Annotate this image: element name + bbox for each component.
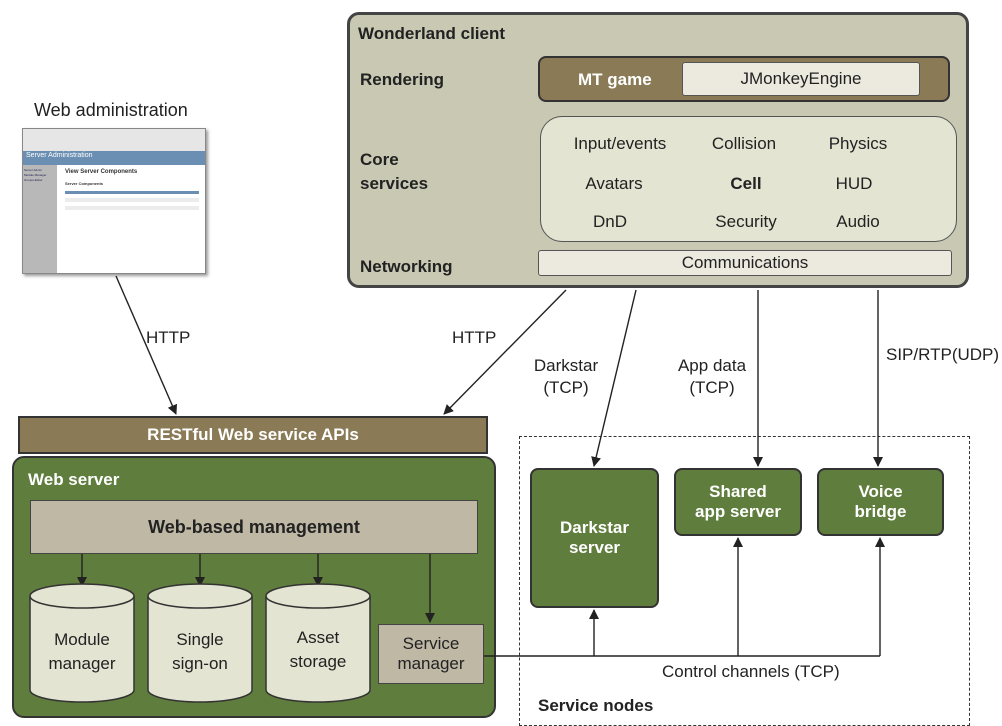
arrow-client-to-restful	[443, 289, 567, 415]
service-manager: Service manager	[378, 624, 484, 684]
admin-sidebar-link[interactable]: Groups Editor	[24, 178, 43, 182]
edge-label-http-right: HTTP	[452, 328, 497, 347]
edge-label-darkstar-line2: (TCP)	[543, 378, 589, 397]
admin-table	[65, 191, 199, 214]
edge-label-sip: SIP/RTP(UDP)	[886, 345, 1000, 364]
restful-api-bar: RESTful Web service APIs	[18, 416, 488, 454]
edge-label-http-left: HTTP	[146, 328, 191, 347]
darkstar-server-line1: Darkstar	[560, 518, 629, 537]
jmonkey-label: JMonkeyEngine	[740, 69, 862, 88]
client-title: Wonderland client	[358, 24, 506, 43]
service-audio: Audio	[836, 212, 880, 231]
admin-window-title: Server Administration	[26, 152, 93, 159]
service-collision: Collision	[711, 134, 777, 153]
asset-storage-cylinder	[265, 583, 371, 703]
restful-label: RESTful Web service APIs	[147, 425, 359, 444]
service-nodes-title: Service nodes	[538, 696, 654, 715]
shared-app-server: Shared app server	[674, 468, 802, 536]
web-based-management: Web-based management	[30, 500, 478, 554]
networking-label: Networking	[360, 257, 453, 276]
arrow-client-to-darkstar	[591, 289, 637, 467]
communications-bar: Communications	[538, 250, 952, 276]
voice-bridge-line1: Voice	[858, 482, 903, 501]
admin-sidebar-link[interactable]: Module Manager	[24, 173, 47, 177]
darkstar-server-line2: server	[568, 538, 621, 557]
service-dnd: DnD	[592, 212, 628, 231]
darkstar-server: Darkstar server	[530, 468, 659, 608]
arrow-admin-to-restful	[115, 275, 177, 415]
web-admin-screenshot: Server Administration Server Admin Modul…	[22, 128, 206, 274]
web-admin-title: Web administration	[34, 100, 188, 120]
shared-app-server-line2: app server	[695, 502, 781, 521]
module-manager-line1: Module	[54, 630, 110, 649]
service-security: Security	[715, 212, 777, 231]
single-signon-line2: sign-on	[172, 654, 228, 673]
admin-sidebar: Server Admin Module Manager Groups Edito…	[23, 165, 57, 273]
service-manager-line1: Service	[402, 634, 460, 653]
rendering-label: Rendering	[360, 70, 445, 89]
jmonkey-engine: JMonkeyEngine	[682, 62, 920, 96]
core-label-line1: Core	[360, 150, 399, 169]
shared-app-server-line1: Shared	[709, 482, 767, 501]
service-manager-line2: manager	[397, 654, 465, 673]
service-cell: Cell	[730, 174, 762, 193]
management-label: Web-based management	[148, 516, 360, 537]
mt-game: MT game	[578, 70, 652, 89]
core-services-box	[540, 116, 957, 242]
service-physics: Physics	[828, 134, 888, 153]
edge-label-app-data-line1: App data	[677, 356, 747, 375]
edge-label-control-channels: Control channels (TCP)	[662, 662, 840, 681]
module-manager-cylinder	[29, 583, 135, 703]
service-input-events: Input/events	[573, 134, 667, 153]
core-label-line2: services	[360, 174, 429, 193]
voice-bridge-line2: bridge	[854, 502, 907, 521]
admin-page-heading: View Server Components	[65, 169, 138, 175]
single-signon-line1: Single	[176, 630, 224, 649]
asset-storage-line2: storage	[289, 652, 347, 671]
single-signon-cylinder	[147, 583, 253, 703]
voice-bridge: Voice bridge	[817, 468, 944, 536]
web-server-title: Web server	[28, 470, 120, 489]
service-avatars: Avatars	[585, 174, 643, 193]
admin-header-bar: Server Administration	[23, 151, 205, 165]
admin-section-label: Server Components	[65, 181, 104, 186]
edge-label-darkstar-line1: Darkstar	[533, 356, 599, 375]
communications-label: Communications	[681, 253, 809, 272]
edge-label-app-data-line2: (TCP)	[689, 378, 735, 397]
asset-storage-line1: Asset	[296, 628, 340, 647]
admin-sidebar-link[interactable]: Server Admin	[24, 168, 43, 172]
service-hud: HUD	[835, 174, 873, 193]
module-manager-line2: manager	[48, 654, 116, 673]
